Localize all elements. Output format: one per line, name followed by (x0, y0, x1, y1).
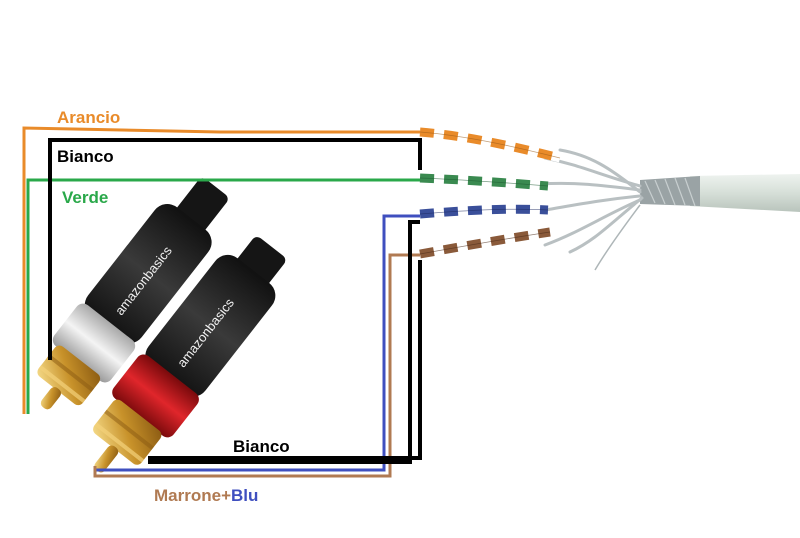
wire-black-bottom-2 (148, 260, 422, 460)
twisted-pair-brown (419, 227, 551, 259)
label-verde: Verde (62, 188, 109, 207)
plug-body (84, 204, 212, 344)
drain-wire (594, 204, 641, 271)
plug-pin (40, 387, 62, 410)
plug-body (145, 254, 276, 397)
wire-green (26, 178, 420, 414)
wire-blue (95, 214, 420, 472)
plug-pin (94, 445, 119, 473)
twisted-pair-green (419, 173, 549, 191)
label-blu: Blu (231, 486, 259, 505)
plug-collar (112, 354, 199, 438)
label-marrone-blu: Marrone+Blu (154, 486, 258, 506)
plug-collar (52, 303, 136, 383)
wire-black-top (48, 138, 422, 360)
label-bianco-top: Bianco (57, 147, 114, 166)
shield-texture (644, 177, 696, 207)
rca-plug-red: amazonbasics (93, 237, 286, 473)
label-marrone: Marrone (154, 486, 222, 505)
wire-brown (93, 253, 420, 478)
wire-orange (22, 126, 420, 414)
ethernet-cable (538, 148, 800, 271)
wire-black-bottom (148, 220, 420, 464)
label-bianco-bottom: Bianco (233, 437, 290, 456)
rca-plug-white: amazonbasics (37, 178, 228, 410)
twisted-pair-blue (419, 204, 549, 219)
cable-jacket (690, 174, 800, 212)
label-arancio: Arancio (57, 108, 121, 127)
foil-strands (538, 148, 644, 254)
twisted-pair-orange (419, 127, 562, 163)
label-plus: + (221, 486, 232, 505)
